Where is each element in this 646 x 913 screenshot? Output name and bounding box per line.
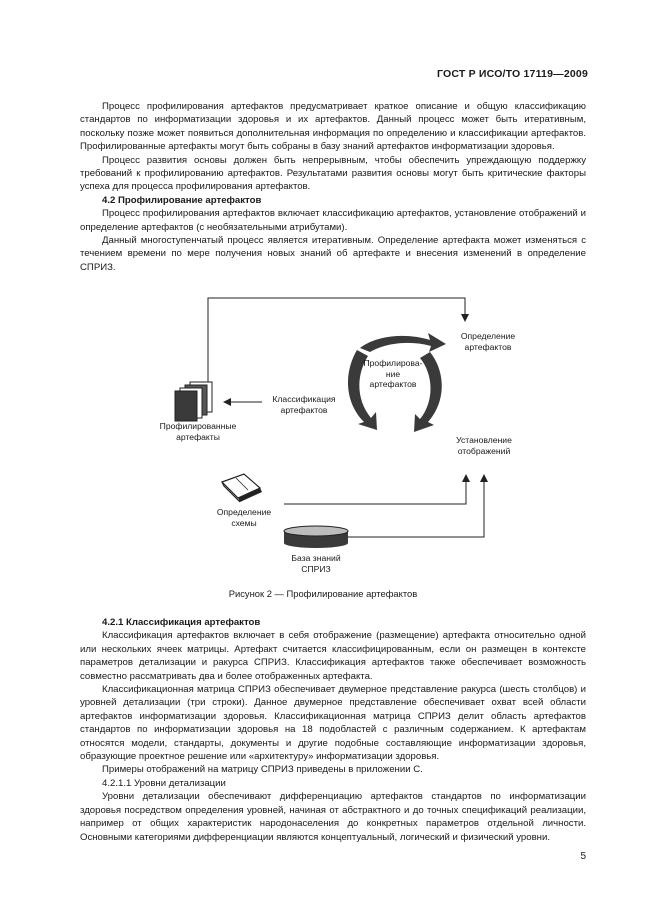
schema-label: Определение схемы bbox=[216, 507, 272, 528]
database-icon bbox=[283, 525, 349, 548]
paragraph: Уровни детализации обеспечивают дифферен… bbox=[80, 791, 586, 843]
cycle-icon bbox=[347, 333, 446, 432]
schema-arrow bbox=[284, 474, 470, 505]
document-header: ГОСТ Р ИСО/ТО 17119—2009 bbox=[436, 68, 588, 80]
definition-label: Определение артефактов bbox=[460, 331, 516, 352]
knowledge-base-label: База знаний СПРИЗ bbox=[291, 553, 341, 574]
document-stack-icon bbox=[174, 381, 213, 422]
text-block-top: Процесс профилирования артефактов предус… bbox=[80, 100, 586, 274]
paragraph: Процесс профилирования артефактов включа… bbox=[80, 208, 586, 233]
paragraph: Примеры отображений на матрицу СПРИЗ при… bbox=[102, 764, 423, 776]
paragraph: Данный многоступенчатый процесс является… bbox=[80, 235, 586, 273]
text-block-bottom: 4.2.1 Классификация артефактов Классифик… bbox=[80, 616, 586, 844]
subsection-heading: 4.2.1.1 Уровни детализации bbox=[102, 777, 226, 789]
paragraph: Процесс профилирования артефактов предус… bbox=[80, 101, 586, 153]
feedback-arrow bbox=[207, 297, 469, 384]
open-book-icon bbox=[220, 473, 262, 503]
paragraph: Классификация артефактов включает в себя… bbox=[80, 630, 586, 682]
section-heading: 4.2.1 Классификация артефактов bbox=[102, 617, 261, 628]
section-heading: 4.2 Профилирование артефактов bbox=[102, 194, 262, 206]
paragraph: Классификационная матрица СПРИЗ обеспечи… bbox=[80, 684, 586, 763]
classification-label: Классификация артефактов bbox=[272, 394, 336, 415]
profiling-label: Профилирова- ние артефактов bbox=[363, 358, 423, 389]
paragraph: Процесс развития основы должен быть непр… bbox=[80, 154, 586, 193]
mapping-label: Установление отображений bbox=[456, 435, 512, 456]
kb-arrow bbox=[348, 474, 488, 538]
page-number: 5 bbox=[580, 851, 586, 862]
figure-caption: Рисунок 2 — Профилирование артефактов bbox=[228, 588, 418, 599]
profiled-artefacts-label: Профилированные артефакты bbox=[159, 421, 237, 442]
